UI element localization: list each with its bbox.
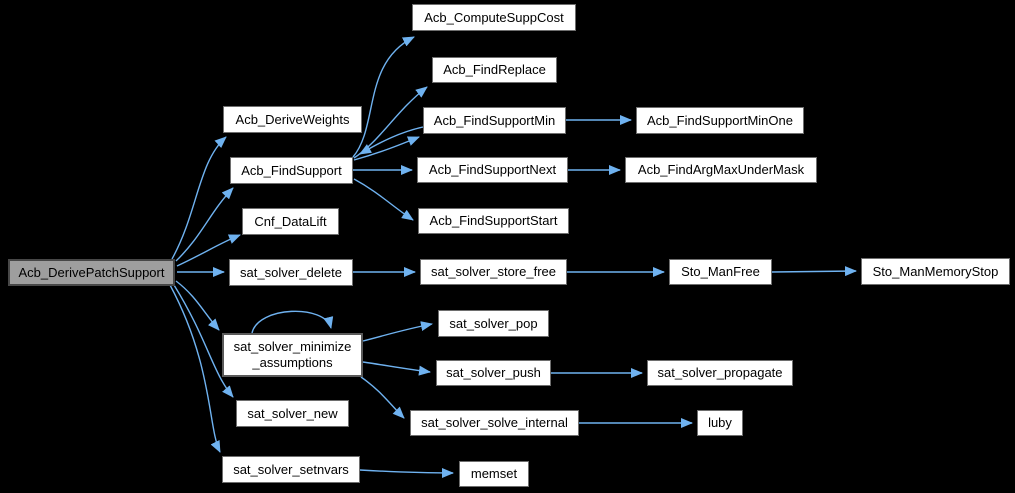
node-sat-solver-delete[interactable]: sat_solver_delete <box>229 259 353 286</box>
edge-minimize-to-sat-push <box>362 361 431 376</box>
node-sat-solver-store-free[interactable]: sat_solver_store_free <box>420 259 567 285</box>
node-acb-find-arg-max-under-mask[interactable]: Acb_FindArgMaxUnderMask <box>625 157 817 183</box>
node-sto-man-memory-stop[interactable]: Sto_ManMemoryStop <box>861 258 1010 285</box>
edge-root-to-sat-new <box>173 284 234 398</box>
edge-setnvars-to-memset <box>359 467 454 478</box>
edge-minimize-self-loop <box>251 310 334 334</box>
edge-find-support-to-compute-supp-cost <box>352 36 415 158</box>
edge-root-to-derive-weights <box>171 136 227 260</box>
edge-sto-man-free-to-memory-stop <box>771 266 857 277</box>
node-luby[interactable]: luby <box>697 410 743 436</box>
node-acb-find-replace[interactable]: Acb_FindReplace <box>432 57 557 83</box>
node-sat-solver-setnvars[interactable]: sat_solver_setnvars <box>222 456 360 483</box>
node-acb-find-support-min[interactable]: Acb_FindSupportMin <box>423 107 566 134</box>
node-acb-find-support[interactable]: Acb_FindSupport <box>230 157 353 184</box>
node-memset[interactable]: memset <box>459 461 529 487</box>
node-sat-solver-push[interactable]: sat_solver_push <box>436 360 551 386</box>
node-acb-derive-patch-support[interactable]: Acb_DerivePatchSupport <box>8 259 175 286</box>
edge-find-support-min-to-find-support <box>359 126 424 155</box>
node-acb-derive-weights[interactable]: Acb_DeriveWeights <box>223 106 362 133</box>
node-acb-find-support-min-one[interactable]: Acb_FindSupportMinOne <box>636 107 804 134</box>
node-sat-solver-solve-internal[interactable]: sat_solver_solve_internal <box>410 410 579 436</box>
edge-root-to-cnf-data-lift <box>176 234 241 267</box>
node-acb-find-support-next[interactable]: Acb_FindSupportNext <box>417 157 568 183</box>
node-cnf-data-lift[interactable]: Cnf_DataLift <box>242 208 339 235</box>
node-acb-compute-supp-cost[interactable]: Acb_ComputeSuppCost <box>412 4 576 31</box>
edge-minimize-to-sat-pop <box>362 321 433 342</box>
node-sat-solver-new[interactable]: sat_solver_new <box>236 400 349 427</box>
edge-minimize-to-solve-internal <box>360 376 405 419</box>
edge-find-support-to-find-support-min <box>353 136 420 161</box>
edge-root-to-minimize <box>175 280 220 331</box>
edge-root-to-find-support <box>175 187 234 262</box>
node-sat-solver-minimize-assumptions[interactable]: sat_solver_minimize _assumptions <box>222 333 363 377</box>
node-sat-solver-pop[interactable]: sat_solver_pop <box>438 310 549 337</box>
node-sat-solver-propagate[interactable]: sat_solver_propagate <box>647 360 793 386</box>
edge-root-to-setnvars <box>169 284 221 453</box>
node-acb-find-support-start[interactable]: Acb_FindSupportStart <box>418 208 569 234</box>
edge-find-support-to-find-support-start <box>353 178 414 221</box>
node-sto-man-free[interactable]: Sto_ManFree <box>669 259 772 285</box>
